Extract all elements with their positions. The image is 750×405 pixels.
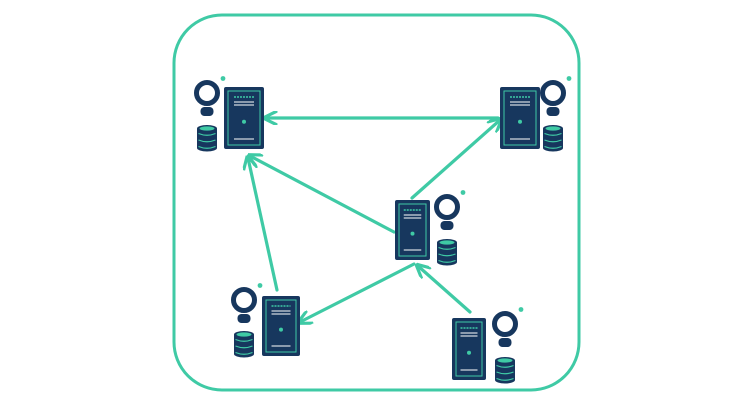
database-icon [495, 357, 515, 384]
connection-arrow-center-to-top-right [410, 120, 500, 200]
user-icon [194, 76, 226, 116]
database-icon [437, 239, 457, 266]
connection-arrow-bottom-right-to-center [418, 266, 472, 314]
node-bottom-left [231, 283, 300, 358]
node-bottom-right [452, 307, 524, 384]
server-icon [500, 87, 540, 149]
server-icon [224, 87, 264, 149]
connection-arrow-center-to-top-left [250, 156, 396, 234]
user-icon [434, 190, 466, 230]
server-icon [452, 318, 486, 380]
database-icon [234, 331, 254, 358]
database-icon [543, 125, 563, 152]
connection-arrow-bottom-left-to-top-left [248, 158, 279, 292]
connections-layer [248, 118, 500, 322]
server-icon [262, 296, 300, 356]
node-center [395, 190, 466, 266]
node-top-left [194, 76, 264, 152]
user-icon [540, 76, 572, 116]
node-top-right [500, 76, 572, 152]
user-icon [231, 283, 263, 323]
nodes-layer [194, 76, 572, 384]
server-icon [395, 200, 430, 260]
database-icon [197, 125, 217, 152]
user-icon [492, 307, 524, 347]
connection-arrow-center-to-bottom-left [300, 262, 416, 322]
network-boundary [172, 13, 581, 392]
